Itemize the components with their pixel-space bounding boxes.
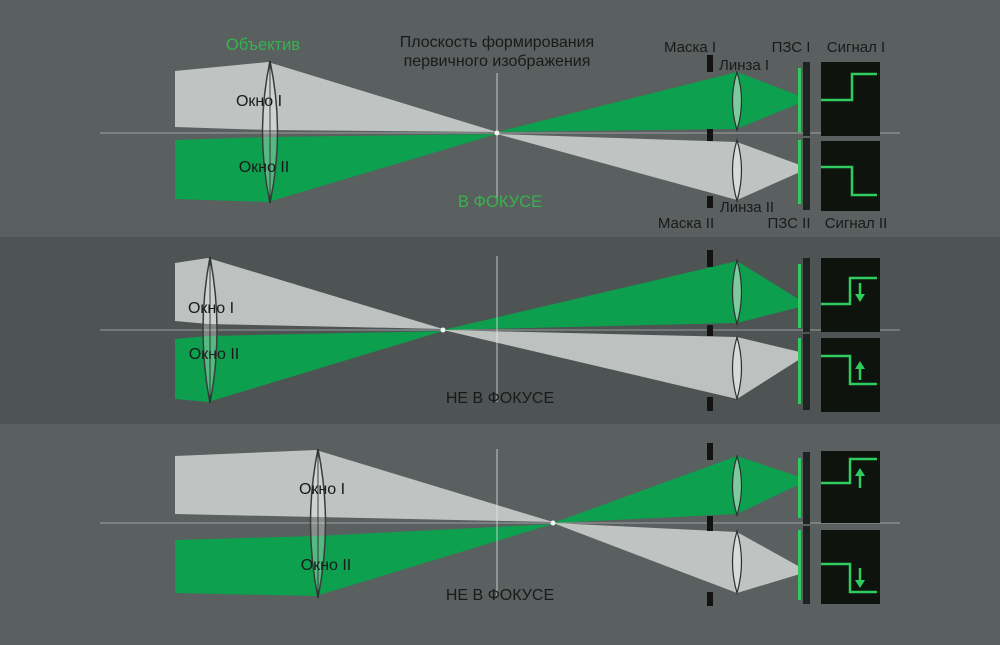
beam-window-1 [175, 62, 497, 132]
refocus-beam-top [497, 72, 800, 132]
beam-window-2 [175, 524, 553, 596]
ccd-1-bar [803, 62, 810, 136]
lens-2-label: Линза II [720, 199, 774, 216]
beam-window-2 [175, 134, 497, 202]
signal-2-label: Сигнал II [825, 215, 888, 232]
signal-trace-2 [821, 165, 877, 197]
ccd-1-bar [803, 452, 810, 524]
mask-1-segment [707, 443, 713, 460]
refocus-beam-top [443, 261, 800, 330]
separator-lens-2 [731, 528, 743, 596]
separator-lens-1 [731, 257, 743, 327]
beam-window-2 [175, 331, 443, 402]
signal-trace-1 [821, 457, 877, 485]
mask-1-segment [707, 250, 713, 267]
mask-2-label: Маска II [658, 215, 714, 232]
signal-1-label: Сигнал I [827, 39, 885, 56]
mask-2-segment [707, 592, 713, 606]
signal-trace-1 [821, 72, 877, 102]
focus-status-label: НЕ В ФОКУСЕ [446, 390, 554, 407]
focus-point [550, 520, 556, 526]
window-1-label: Окно I [236, 93, 282, 110]
focus-status-label: В ФОКУСЕ [458, 193, 542, 211]
shift-arrow-down-icon [855, 294, 865, 302]
shift-arrow-up-icon [855, 361, 865, 369]
refocus-beam-bottom [553, 523, 800, 593]
beam-window-1 [175, 258, 443, 329]
shift-arrow-up-icon [855, 468, 865, 476]
window-2-label: Окно II [189, 346, 240, 363]
window-2-label: Окно II [239, 159, 290, 176]
mask-middle-segment [707, 516, 713, 531]
mask-2-segment [707, 196, 713, 208]
signal-trace-2 [821, 562, 877, 594]
ccd-2-bar [803, 138, 810, 210]
ccd-1-bar [803, 258, 810, 332]
signal-trace-1 [821, 276, 877, 306]
refocus-beam-bottom [443, 330, 800, 399]
ccd-2-bar [803, 334, 810, 410]
separator-lens-2 [731, 137, 743, 204]
mask-1-segment [707, 55, 713, 72]
window-2-label: Окно II [301, 557, 352, 574]
refocus-beam-bottom [497, 134, 800, 200]
plane-label-line1: Плоскость формирования [400, 34, 594, 51]
panel-defocus-near: Окно I Окно II НЕ В ФОКУСЕ [0, 237, 1000, 424]
focus-point [494, 130, 500, 136]
separator-lens-1 [731, 70, 743, 133]
objective-label: Объектив [226, 36, 300, 54]
signal-trace-2 [821, 354, 877, 386]
mask-middle-segment [707, 325, 713, 336]
signal-box-2 [821, 141, 880, 211]
focus-status-label: НЕ В ФОКУСЕ [446, 587, 554, 604]
lens-1-label: Линза I [719, 57, 769, 74]
ccd-2-label: ПЗС II [767, 215, 810, 232]
shift-arrow-down-icon [855, 580, 865, 588]
beam-window-1 [175, 450, 553, 522]
mask-assembly [707, 250, 713, 411]
mask-assembly [707, 443, 713, 606]
window-1-label: Окно I [188, 300, 234, 317]
panel-in-focus: Объектив Плоскость формирования первично… [100, 34, 900, 232]
window-1-label: Окно I [299, 481, 345, 498]
panel-defocus-far: Окно I Окно II НЕ В ФОКУСЕ [100, 443, 900, 606]
ccd-2-bar [803, 526, 810, 604]
mask-middle-segment [707, 129, 713, 141]
ccd-1-label: ПЗС I [772, 39, 811, 56]
focus-point [440, 327, 446, 333]
refocus-beam-top [553, 456, 800, 523]
separator-lens-1 [731, 453, 743, 518]
mask-2-segment [707, 397, 713, 411]
mask-assembly [707, 55, 713, 208]
mask-1-label: Маска I [664, 39, 716, 56]
plane-label-line2: первичного изображения [404, 53, 591, 70]
separator-lens-2 [731, 334, 743, 402]
